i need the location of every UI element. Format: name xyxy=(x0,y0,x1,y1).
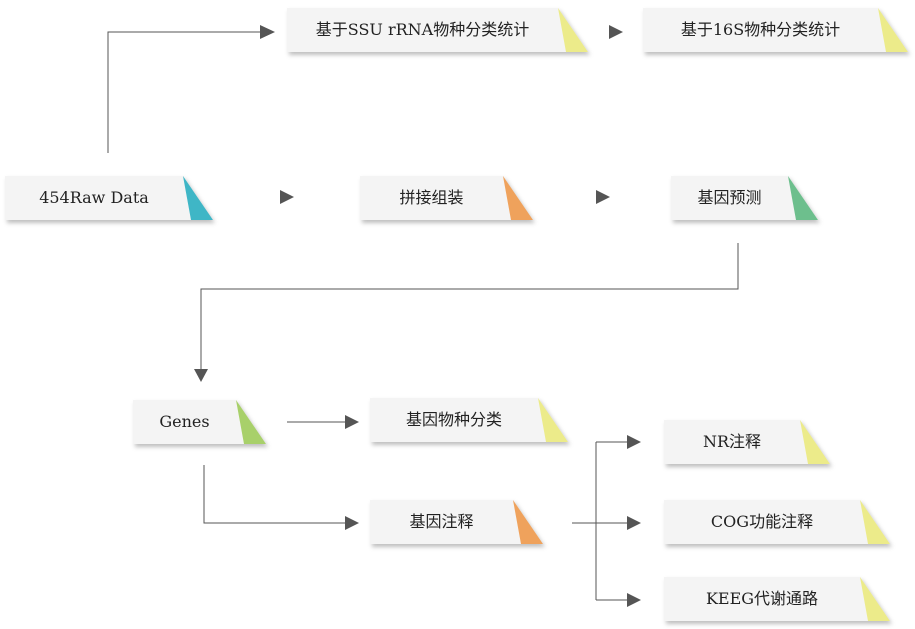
node-ssu-rrna-stats: 基于SSU rRNA物种分类统计 xyxy=(287,8,588,52)
color-tab xyxy=(558,8,588,52)
connector-genes-to-annotation xyxy=(203,465,346,524)
node-nr-annotation: NR注释 xyxy=(664,420,830,464)
node-raw-data: 454Raw Data xyxy=(5,176,213,220)
arrowhead-to-cog xyxy=(627,516,641,530)
color-tab xyxy=(860,577,890,621)
node-label: KEEG代谢通路 xyxy=(705,589,819,608)
node-assembly: 拼接组装 xyxy=(360,176,533,220)
node-label: COG功能注释 xyxy=(710,512,814,531)
connector-prediction-to-genes xyxy=(200,243,739,371)
node-label: 基因预测 xyxy=(697,188,762,207)
node-genes: Genes xyxy=(133,400,266,444)
color-tab xyxy=(800,420,830,464)
color-tab xyxy=(513,500,543,544)
color-tab xyxy=(538,398,568,442)
node-cog-annotation: COG功能注释 xyxy=(664,500,890,544)
arrowhead-to-nr xyxy=(627,435,641,449)
arrowhead-to-genes xyxy=(194,369,208,382)
node-kegg-pathway: KEEG代谢通路 xyxy=(664,577,890,621)
node-label: 基因物种分类 xyxy=(405,410,502,429)
arrowhead-raw-to-assembly xyxy=(280,190,294,204)
node-label: 拼接组装 xyxy=(399,188,464,207)
node-gene-annotation: 基因注释 xyxy=(370,500,543,544)
node-gene-prediction: 基因预测 xyxy=(671,176,818,220)
node-label: 基因注释 xyxy=(409,512,474,531)
node-gene-taxonomy: 基因物种分类 xyxy=(370,398,568,442)
node-16s-stats: 基于16S物种分类统计 xyxy=(643,8,908,52)
color-tab xyxy=(878,8,908,52)
arrowhead-assembly-to-prediction xyxy=(596,190,610,204)
color-tab xyxy=(860,500,890,544)
connector-raw-to-ssu xyxy=(107,31,262,153)
arrowhead-to-gene-annotation xyxy=(345,516,359,530)
arrowhead-to-kegg xyxy=(627,593,641,607)
node-label: 基于16S物种分类统计 xyxy=(680,20,841,39)
node-label: Genes xyxy=(159,412,210,431)
node-label: NR注释 xyxy=(702,432,762,451)
color-tab xyxy=(236,400,266,444)
node-label: 454Raw Data xyxy=(39,188,149,207)
arrowhead-ssu-to-16s xyxy=(609,25,623,39)
color-tab xyxy=(183,176,213,220)
arrowhead-to-ssu xyxy=(260,25,275,39)
arrowhead-to-gene-taxonomy xyxy=(345,415,359,429)
node-label: 基于SSU rRNA物种分类统计 xyxy=(315,20,530,39)
color-tab xyxy=(503,176,533,220)
color-tab xyxy=(788,176,818,220)
